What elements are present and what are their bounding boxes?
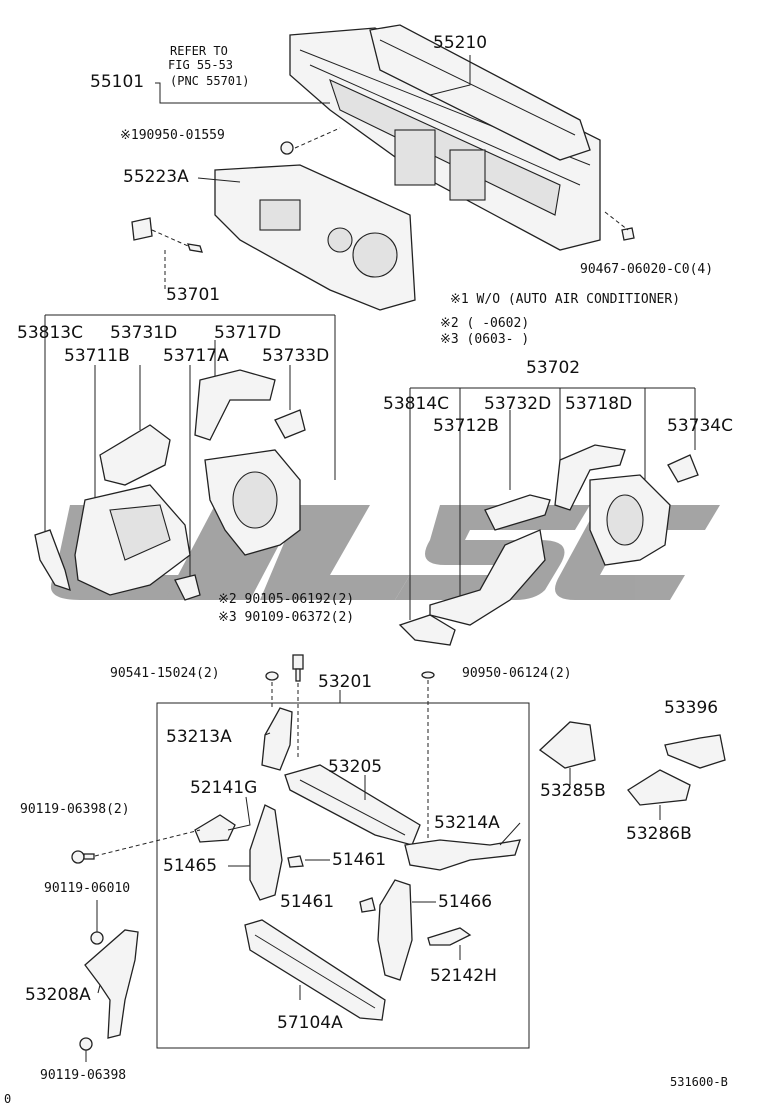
clip-51461-lower[interactable]	[359, 897, 376, 913]
bolt-90467[interactable]	[621, 227, 635, 241]
label-53717A[interactable]: 53717A	[163, 346, 229, 366]
footnote-2: ※2 ( -0602)	[440, 316, 530, 331]
bracket-53732D[interactable]	[484, 494, 551, 531]
bracket-53814C[interactable]	[398, 614, 456, 646]
apron-53813C[interactable]	[34, 529, 71, 591]
dash-insulator-55223A[interactable]	[214, 164, 416, 311]
label-53286B[interactable]: 53286B	[626, 824, 692, 844]
label-90541[interactable]: 90541-15024(2)	[110, 666, 220, 681]
label-51465[interactable]: 51465	[163, 856, 218, 876]
refer-note-line1: REFER TO	[170, 44, 228, 58]
label-53813C[interactable]: 53813C	[17, 323, 83, 343]
label-55101[interactable]: 55101	[90, 72, 145, 92]
clip-51461-upper[interactable]	[287, 855, 304, 868]
label-53718D[interactable]: 53718D	[565, 394, 633, 414]
label-55223A[interactable]: 55223A	[123, 167, 189, 187]
brace-53208A[interactable]	[84, 929, 139, 1039]
support-assembly-box	[156, 702, 530, 1049]
dash-panel-55101[interactable]	[289, 27, 601, 251]
label-90119-06398[interactable]: 90119-06398	[40, 1068, 127, 1083]
label-53702[interactable]: 53702	[526, 358, 581, 378]
label-53285B[interactable]: 53285B	[540, 781, 606, 801]
wheel-house-53717A[interactable]	[204, 449, 301, 556]
label-52142H[interactable]: 52142H	[430, 966, 497, 986]
bracket-53286B[interactable]	[627, 769, 691, 806]
label-90105[interactable]: ※2 90105-06192(2)	[218, 592, 355, 607]
label-90119-06010[interactable]: 90119-06010	[44, 881, 131, 896]
label-51466[interactable]: 51466	[438, 892, 493, 912]
apron-assembly-53711B[interactable]	[74, 484, 191, 596]
footnote-1: ※1 W/O (AUTO AIR CONDITIONER)	[450, 292, 681, 307]
label-53732D[interactable]: 53732D	[484, 394, 552, 414]
clip-90541[interactable]	[265, 671, 279, 681]
label-53701[interactable]: 53701	[166, 285, 221, 305]
label-53734C[interactable]: 53734C	[667, 416, 733, 436]
clip-90950-01559[interactable]	[280, 141, 294, 155]
footnote-3: ※3 (0603- )	[440, 332, 530, 347]
bolt-90119-06398-2[interactable]	[71, 850, 95, 864]
refer-note-line2: FIG 55-53	[168, 58, 234, 72]
support-53205[interactable]	[284, 764, 421, 846]
brace-51466[interactable]	[377, 879, 413, 981]
label-51461-lower[interactable]: 51461	[280, 892, 335, 912]
label-90109[interactable]: ※3 90109-06372(2)	[218, 610, 355, 625]
label-53213A[interactable]: 53213A	[166, 727, 232, 747]
label-53733D[interactable]: 53733D	[262, 346, 330, 366]
label-53731D[interactable]: 53731D	[110, 323, 178, 343]
brace-51465[interactable]	[249, 804, 283, 901]
label-53205[interactable]: 53205	[328, 757, 383, 777]
label-90467[interactable]: 90467-06020-C0(4)	[580, 262, 714, 277]
support-53214A[interactable]	[404, 839, 521, 871]
bracket-53717A-small[interactable]	[174, 574, 201, 601]
label-53208A[interactable]: 53208A	[25, 985, 91, 1005]
bracket-53718D[interactable]	[554, 444, 626, 511]
label-51461-upper[interactable]: 51461	[332, 850, 387, 870]
label-90119-06398-2[interactable]: 90119-06398(2)	[20, 802, 130, 817]
label-53711B[interactable]: 53711B	[64, 346, 130, 366]
bracket-53731D[interactable]	[99, 424, 171, 486]
bracket-53733D[interactable]	[274, 409, 306, 439]
label-53814C[interactable]: 53814C	[383, 394, 449, 414]
refer-note-line3: (PNC 55701)	[170, 74, 250, 88]
figure-code: 531600-B	[670, 1075, 728, 1089]
bracket-53734C[interactable]	[667, 454, 699, 483]
clip-55223[interactable]	[131, 217, 203, 253]
label-53214A[interactable]: 53214A	[434, 813, 500, 833]
bracket-53213A[interactable]	[261, 707, 293, 771]
bracket-52141G[interactable]	[194, 814, 236, 843]
bracket-53285B[interactable]	[538, 721, 596, 769]
label-53717D[interactable]: 53717D	[214, 323, 282, 343]
label-90950-01559[interactable]: ※190950-01559	[120, 128, 225, 143]
label-55210[interactable]: 55210	[433, 33, 488, 53]
wheel-house-53718D[interactable]	[589, 474, 671, 566]
lower-support-57104A[interactable]	[244, 919, 386, 1021]
apron-53712B[interactable]	[429, 529, 546, 626]
label-53712B[interactable]: 53712B	[433, 416, 499, 436]
clip-90950-06124[interactable]	[421, 671, 435, 679]
label-57104A[interactable]: 57104A	[277, 1013, 343, 1033]
bolt-90119-06398[interactable]	[79, 1037, 93, 1051]
label-52141G[interactable]: 52141G	[190, 778, 258, 798]
bolt-90119-06010[interactable]	[90, 931, 104, 945]
bracket-52142H[interactable]	[427, 927, 472, 946]
bracket-53396[interactable]	[664, 734, 726, 769]
bolt-90105[interactable]	[292, 654, 304, 682]
label-53396[interactable]: 53396	[664, 698, 719, 718]
bracket-53717D[interactable]	[194, 369, 276, 441]
cowl-panel-55210[interactable]	[369, 24, 591, 161]
label-90950-06124[interactable]: 90950-06124(2)	[462, 666, 572, 681]
corner-mark: 0	[4, 1092, 12, 1106]
label-53201[interactable]: 53201	[318, 672, 373, 692]
